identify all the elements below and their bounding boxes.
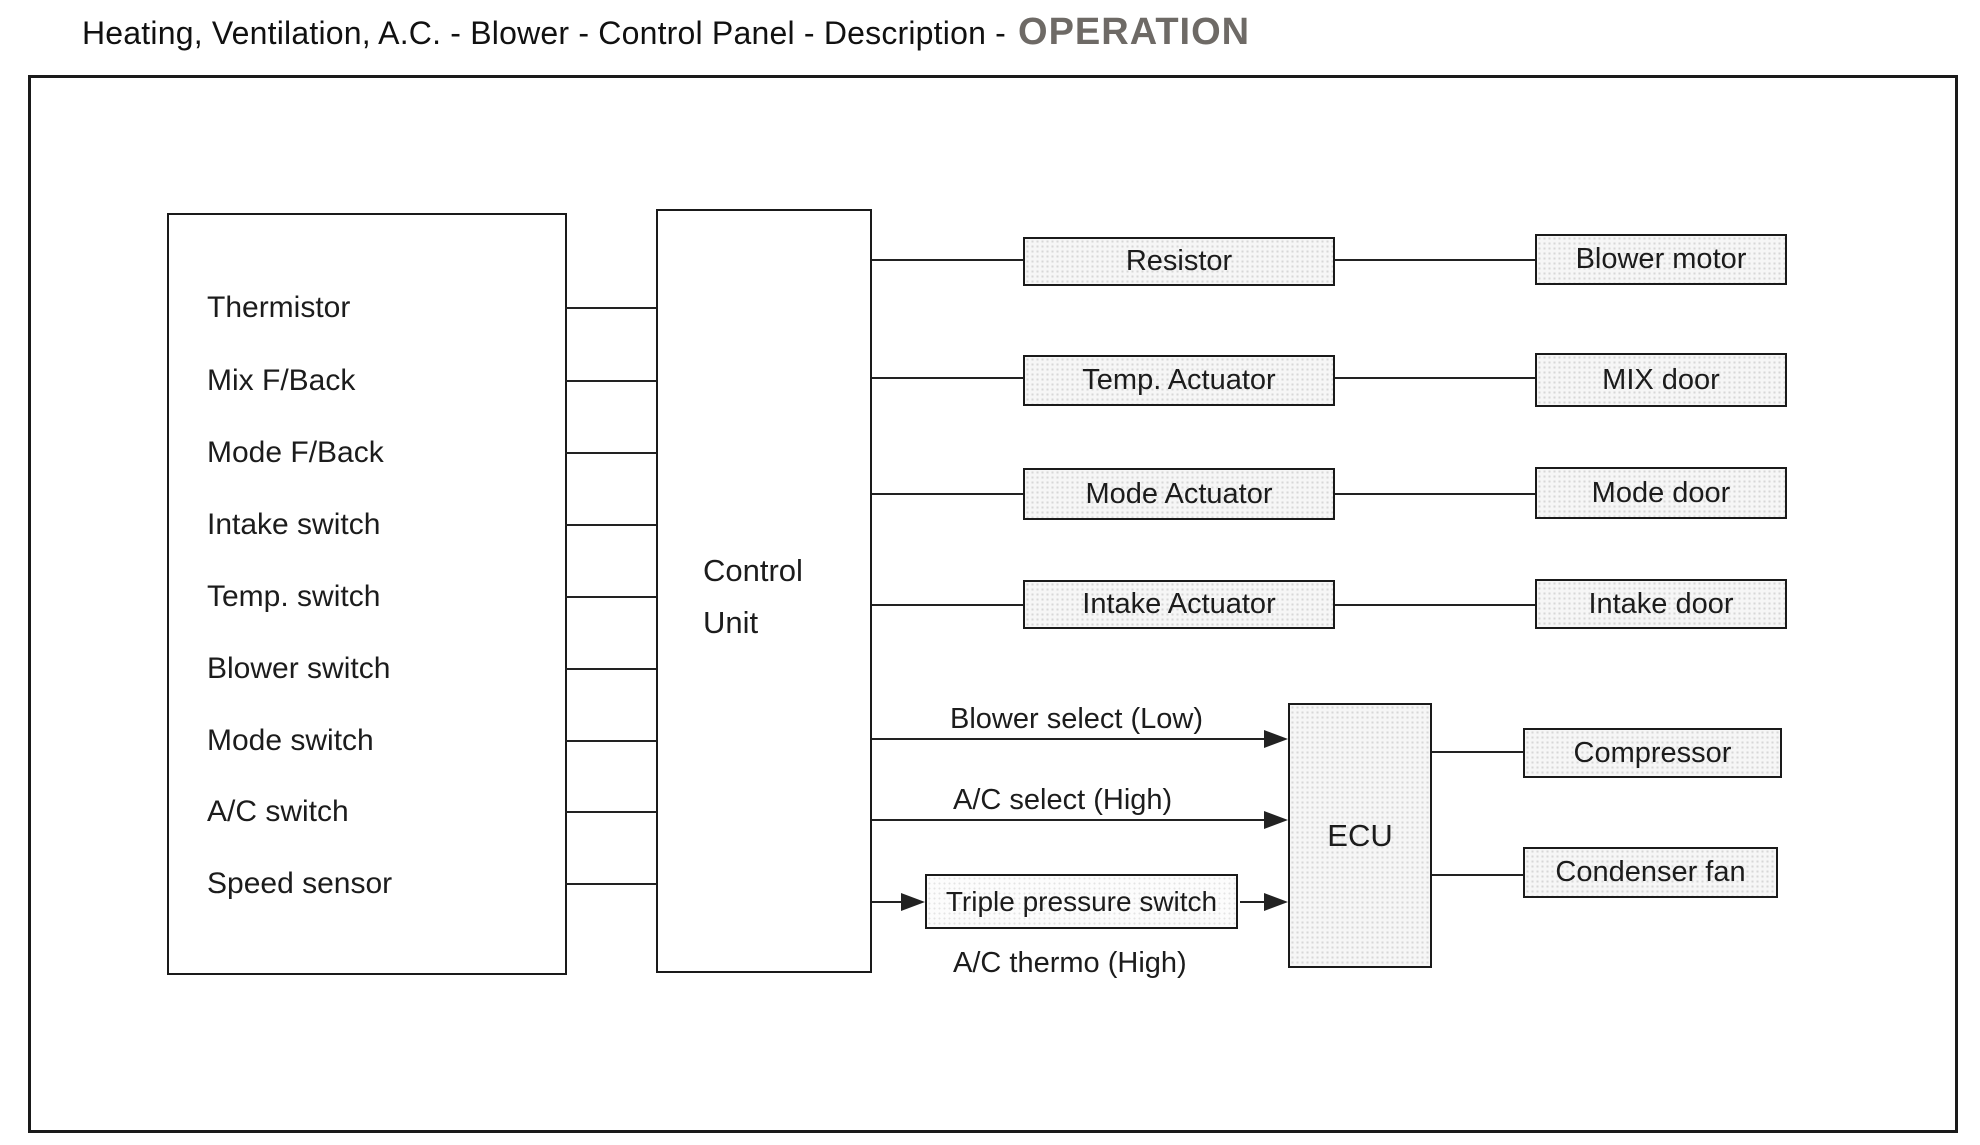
connector-line xyxy=(565,811,656,813)
component-box-mode-door: Mode door xyxy=(1535,467,1787,519)
arrow-head xyxy=(1264,811,1288,829)
connector-line xyxy=(872,259,1023,261)
component-label: Temp. Actuator xyxy=(1082,364,1276,396)
component-label: Resistor xyxy=(1125,245,1233,277)
input-label-temp-switch: Temp. switch xyxy=(207,580,381,613)
signal-label-blower-select: Blower select (Low) xyxy=(950,703,1204,735)
connector-line xyxy=(872,738,1264,740)
input-label-ac-switch: A/C switch xyxy=(207,795,349,828)
arrow-head xyxy=(1264,893,1288,911)
connector-line xyxy=(565,883,656,885)
control-unit-label-line2: Unit xyxy=(703,605,759,640)
component-box-mode-actuator: Mode Actuator xyxy=(1023,468,1335,520)
connector-line xyxy=(565,524,656,526)
connector-line xyxy=(565,668,656,670)
component-box-mix-door: MIX door xyxy=(1535,353,1787,407)
ecu-label: ECU xyxy=(1327,817,1393,853)
component-label: Blower motor xyxy=(1575,243,1747,275)
page-title-text: Heating, Ventilation, A.C. - Blower - Co… xyxy=(82,15,1007,51)
component-label: Intake door xyxy=(1588,587,1734,620)
page-title: Heating, Ventilation, A.C. - Blower - Co… xyxy=(82,8,1250,56)
ecu-box: ECU xyxy=(1288,703,1432,968)
connector-line xyxy=(872,377,1023,379)
arrow-head xyxy=(1264,730,1288,748)
component-box-compressor: Compressor xyxy=(1523,728,1782,778)
connector-line xyxy=(1432,751,1523,753)
component-box-condenser-fan: Condenser fan xyxy=(1523,847,1778,898)
component-box-intake-door: Intake door xyxy=(1535,579,1787,629)
input-label-mode-fback: Mode F/Back xyxy=(207,436,384,469)
connector-line xyxy=(872,493,1023,495)
component-box-resistor: Resistor xyxy=(1023,237,1335,286)
component-label: Condenser fan xyxy=(1555,856,1746,888)
component-box-triple-pressure-switch: Triple pressure switch xyxy=(925,874,1238,929)
input-label-thermistor: Thermistor xyxy=(207,291,351,324)
input-label-speed-sensor: Speed sensor xyxy=(207,867,393,900)
component-label: MIX door xyxy=(1602,363,1720,396)
component-label: Intake Actuator xyxy=(1082,588,1276,620)
input-label-mode-switch: Mode switch xyxy=(207,724,374,757)
connector-line xyxy=(565,307,656,309)
component-box-intake-actuator: Intake Actuator xyxy=(1023,580,1335,629)
connector-line xyxy=(1335,493,1535,495)
arrow-head xyxy=(901,893,925,911)
input-label-intake-switch: Intake switch xyxy=(207,508,381,541)
signal-label-ac-select: A/C select (High) xyxy=(953,784,1173,816)
connector-line xyxy=(565,452,656,454)
connector-line xyxy=(872,901,901,903)
input-label-mix-fback: Mix F/Back xyxy=(207,364,356,397)
connector-line xyxy=(565,740,656,742)
connector-line xyxy=(565,596,656,598)
note-label-ac-thermo: A/C thermo (High) xyxy=(953,947,1187,979)
connector-line xyxy=(1335,259,1535,261)
component-box-temp-actuator: Temp. Actuator xyxy=(1023,355,1335,406)
control-unit-label-line1: Control xyxy=(703,553,803,588)
component-label: Triple pressure switch xyxy=(945,885,1218,917)
connector-line xyxy=(872,604,1023,606)
connector-line xyxy=(1335,377,1535,379)
connector-line xyxy=(565,380,656,382)
connector-line xyxy=(1335,604,1535,606)
connector-line xyxy=(872,819,1264,821)
inputs-box xyxy=(167,213,567,975)
component-label: Mode Actuator xyxy=(1085,477,1273,510)
component-label: Compressor xyxy=(1573,736,1732,769)
control-unit-label: Control Unit xyxy=(703,545,803,649)
input-label-blower-switch: Blower switch xyxy=(207,652,391,685)
component-label: Mode door xyxy=(1591,476,1731,509)
connector-line xyxy=(1432,874,1523,876)
connector-line xyxy=(1240,901,1264,903)
control-unit-box xyxy=(656,209,872,973)
component-box-blower-motor: Blower motor xyxy=(1535,234,1787,285)
title-emphasis: OPERATION xyxy=(1018,11,1251,53)
